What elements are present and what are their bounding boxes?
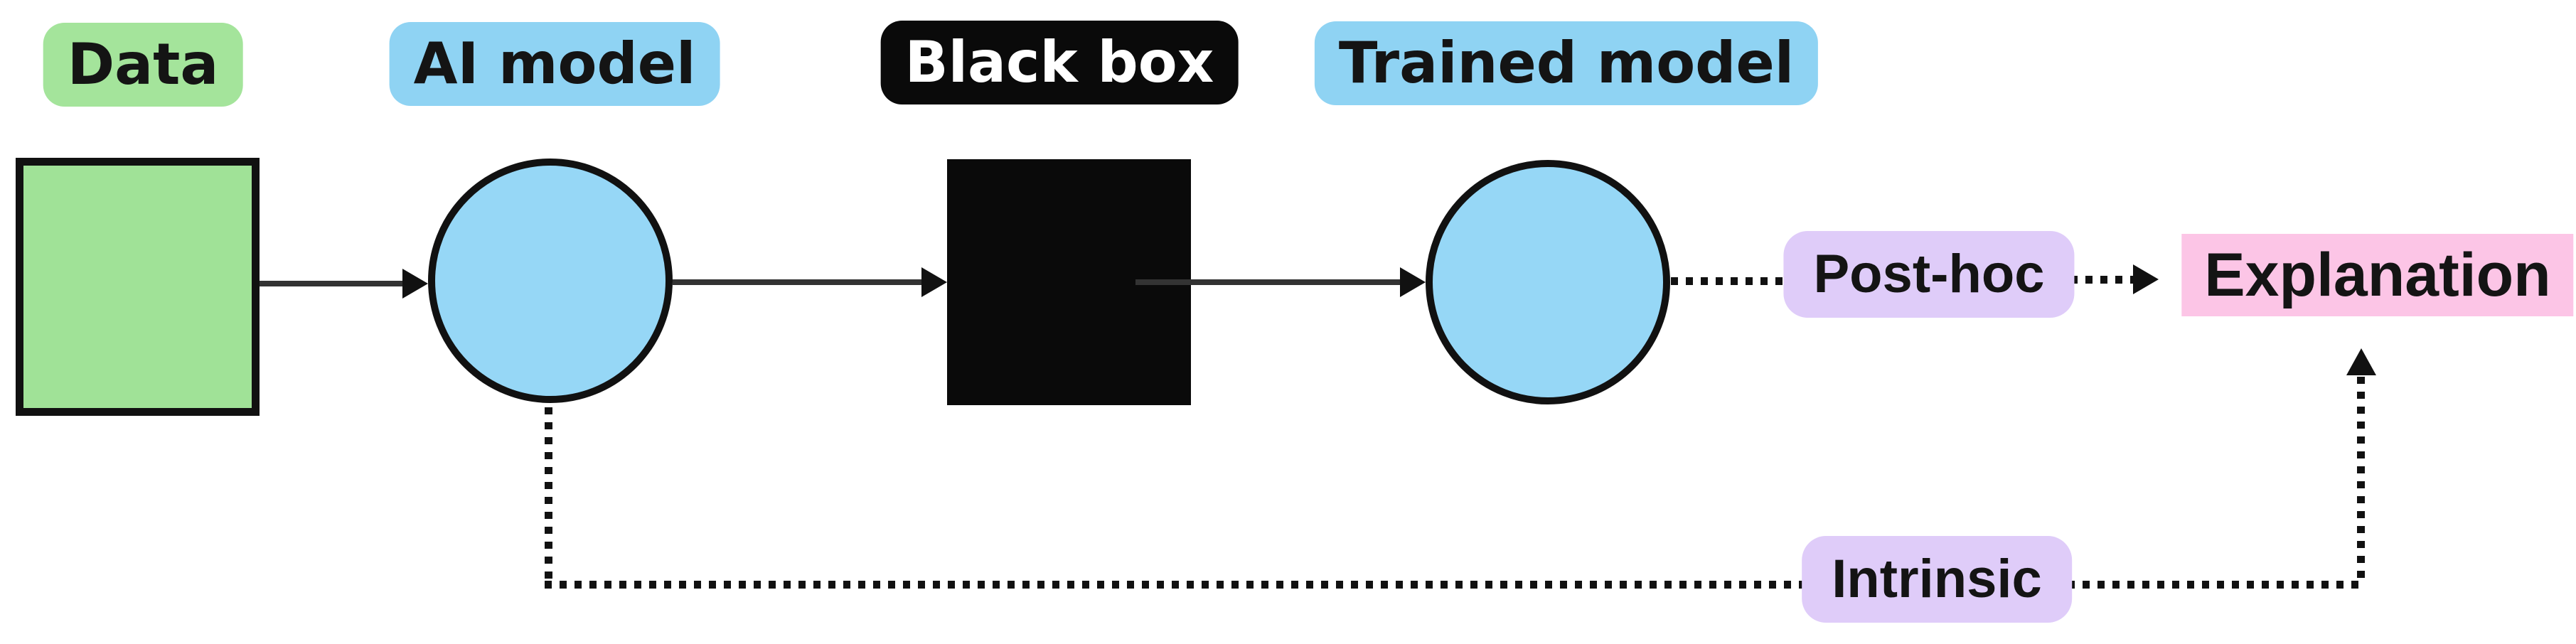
data-node-square <box>16 158 260 416</box>
label-black-box: Black box <box>880 21 1239 104</box>
arrow-data-to-ai-model-shaft <box>260 281 404 286</box>
label-ai-model: AI model <box>389 22 720 106</box>
dotted-line-intrinsic-up <box>2357 377 2365 583</box>
label-explanation: Explanation <box>2181 234 2574 316</box>
dotted-line-trained-model-to-post-hoc <box>1671 277 1793 285</box>
ai-model-node-circle <box>428 159 673 403</box>
trained-model-node-circle <box>1426 160 1670 404</box>
label-intrinsic: Intrinsic <box>1802 536 2072 623</box>
arrow-ai-model-to-black-box-head <box>921 267 947 297</box>
arrow-ai-model-to-black-box-shaft <box>673 279 923 285</box>
label-data: Data <box>43 23 243 107</box>
dotted-arrow-explanation-head <box>2133 264 2159 294</box>
label-trained-model: Trained model <box>1314 21 1819 105</box>
arrow-data-to-ai-model-head <box>402 269 428 299</box>
dotted-line-post-hoc-to-explanation <box>2070 276 2133 284</box>
arrow-black-box-to-trained-model-head <box>1400 267 1426 297</box>
dotted-line-ai-model-down <box>545 407 552 581</box>
arrow-black-box-to-trained-model-shaft <box>1135 279 1401 285</box>
label-post-hoc: Post-hoc <box>1783 231 2075 318</box>
dotted-arrow-intrinsic-head <box>2346 348 2376 375</box>
dotted-line-intrinsic-horizontal <box>545 581 2365 589</box>
